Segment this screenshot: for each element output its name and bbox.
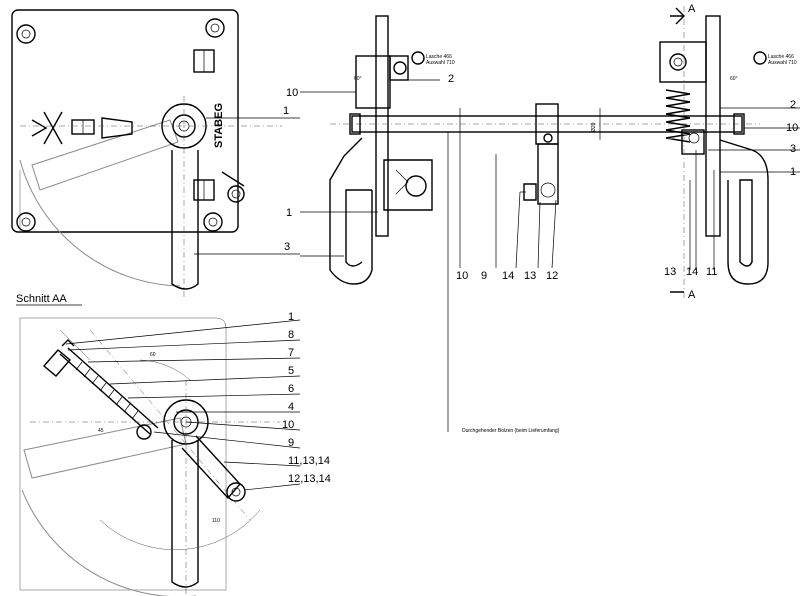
part-number: 10 [456,270,468,282]
weld-symbol-icon [411,51,425,65]
handle-lever [171,440,199,588]
part-number: 14 [686,266,698,278]
spring [665,89,691,143]
spring [59,347,159,435]
corner-bolt-icon [16,18,225,232]
part-number: 12,13,14 [288,473,331,485]
weld-symbol-icon [753,51,767,65]
angle-note: 60° [730,76,738,82]
side-plate [375,15,389,237]
side-view [300,6,800,432]
weld-note: Lasche 466 [768,54,794,60]
left-hook [329,137,373,285]
weld-note: Auswahl 710 [768,60,797,66]
part-number: 1 [283,105,289,117]
part-number: 13 [524,270,536,282]
link-arm [181,435,241,500]
part-number: 1 [288,311,294,323]
part-number: 14 [502,270,514,282]
pictogram-icon [31,111,133,145]
part-number: 4 [288,401,294,413]
part-number: 10 [282,419,294,431]
part-number: 11,13,14 [288,455,330,467]
side-plate [705,15,721,237]
part-number: 3 [284,241,290,253]
base-plate [11,9,239,233]
weld-note: Auswahl 710 [426,60,455,66]
lug-icon [226,482,246,502]
bracket [383,159,433,211]
part-number: 9 [288,437,294,449]
part-number: 6 [288,383,294,395]
section-view [19,317,301,596]
lug-icon [227,185,245,203]
part-number: 2 [790,99,796,111]
part-number: 9 [481,270,487,282]
brand-text: STABEG [213,103,225,148]
part-number: 12 [546,270,558,282]
part-number: 10 [286,87,298,99]
part-number: 13 [664,266,676,278]
dimension-label: 60 [150,352,156,358]
swing-arc [19,159,181,287]
front-view: STABEG [11,9,300,300]
part-number: 1 [286,207,292,219]
dimension-label: 110 [212,518,220,524]
shaft-dimension: Ø20 [591,122,597,132]
section-frame [19,317,227,591]
part-number: 5 [288,365,294,377]
section-marker: A [688,3,696,15]
part-number: 10 [786,122,798,134]
dimension-label: 45 [98,428,104,434]
swing-arc [21,489,196,596]
section-marker: A [688,289,696,301]
part-number: 3 [790,143,796,155]
weld-note: Lasche 466 [426,54,452,60]
right-hook [719,139,769,285]
part-number: 2 [448,73,454,85]
angle-note: 60° [354,76,362,82]
section-title: Schnitt AA [16,293,67,305]
bolt-note: Durchgehender Bolzen (beim Lieferumfang) [462,428,560,434]
part-number: 8 [288,329,294,341]
part-number: 11 [706,266,717,278]
clamp-block [659,41,707,83]
handle-lever [171,150,199,290]
part-number: 7 [288,347,294,359]
part-number: 1 [790,166,796,178]
clamp-block [355,55,391,109]
